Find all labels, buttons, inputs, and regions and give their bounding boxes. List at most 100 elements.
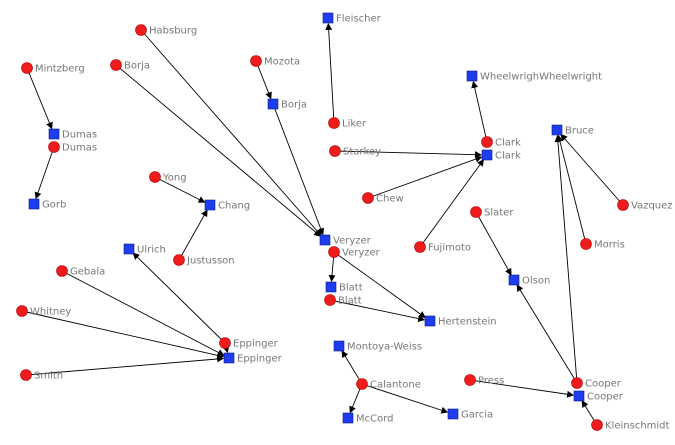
node-label: Mozota — [264, 57, 300, 68]
org-node-s-hertenstein: Hertenstein — [424, 315, 497, 328]
edge-arrow — [178, 209, 208, 261]
blue-square-icon — [123, 243, 135, 255]
node-label: Eppinger — [233, 339, 279, 350]
node-label: Habsburg — [149, 26, 197, 37]
red-circle-icon — [571, 377, 583, 389]
edge-arrow — [516, 284, 578, 384]
org-node-s-montoya: Montoya-Weiss — [333, 340, 422, 353]
blue-square-icon — [267, 98, 279, 110]
node-label: Starkey — [343, 147, 381, 158]
node-label: Fujimoto — [428, 243, 471, 254]
org-node-s-eppinger: Eppinger — [223, 352, 283, 365]
person-node-c-justusson: Justusson — [173, 254, 235, 267]
person-node-c-liker: Liker — [328, 117, 367, 130]
edge-arrow — [115, 64, 322, 237]
edge-arrow — [471, 80, 488, 143]
blue-square-icon — [319, 234, 331, 246]
node-label: Garcia — [461, 410, 493, 421]
node-label: Montoya-Weiss — [347, 342, 422, 353]
edge-arrow — [140, 29, 322, 237]
edge-arrow — [560, 133, 624, 206]
edge-arrow — [61, 270, 225, 356]
node-label: Mintzberg — [35, 64, 85, 75]
node-label: Gorb — [42, 200, 66, 211]
node-label: Chang — [218, 201, 250, 212]
edge-arrow — [367, 155, 483, 199]
node-label: Yong — [162, 173, 187, 184]
person-node-c-habsburg: Habsburg — [135, 24, 197, 37]
edge-arrow — [272, 103, 324, 236]
person-node-c-blatt: Blatt — [324, 294, 362, 307]
edge-arrow — [325, 22, 335, 124]
person-node-c-smith: Smith — [20, 369, 63, 382]
node-label: Slater — [484, 208, 514, 219]
red-circle-icon — [481, 136, 493, 148]
red-circle-icon — [329, 145, 341, 157]
red-circle-icon — [324, 294, 336, 306]
person-node-c-cooper: Cooper — [571, 377, 622, 390]
edge-arrow — [469, 379, 575, 398]
red-circle-icon — [110, 59, 122, 71]
blue-square-icon — [223, 352, 235, 364]
node-label: Cooper — [587, 392, 624, 403]
org-node-s-olson: Olson — [508, 274, 550, 287]
org-node-s-chang: Chang — [204, 199, 250, 212]
node-label: Fleischer — [336, 14, 382, 25]
red-circle-icon — [362, 192, 374, 204]
org-node-s-garcia: Garcia — [447, 408, 493, 421]
node-label: Press — [478, 376, 504, 387]
edges-layer — [21, 22, 624, 426]
node-label: Blatt — [338, 296, 362, 307]
node-label: Calantone — [370, 380, 421, 391]
node-label: Borja — [124, 61, 150, 72]
node-label: Veryzer — [333, 236, 372, 247]
red-circle-icon — [250, 55, 262, 67]
org-node-s-bruce: Bruce — [551, 124, 594, 137]
person-node-c-veryzer: Veryzer — [328, 246, 381, 259]
edge-arrow — [341, 350, 363, 385]
node-label: Justusson — [186, 256, 235, 267]
edge-arrow — [333, 251, 426, 319]
blue-square-icon — [28, 198, 40, 210]
blue-square-icon — [508, 274, 520, 286]
red-circle-icon — [356, 378, 368, 390]
org-node-s-mccord: McCord — [342, 412, 394, 425]
org-node-s-blatt: Blatt — [325, 281, 363, 294]
blue-square-icon — [322, 12, 334, 24]
blue-square-icon — [447, 408, 459, 420]
node-label: Gebala — [70, 267, 105, 278]
blue-square-icon — [551, 124, 563, 136]
red-circle-icon — [617, 199, 629, 211]
blue-square-icon — [573, 390, 585, 402]
red-circle-icon — [580, 238, 592, 250]
edge-arrow — [361, 383, 449, 414]
red-circle-icon — [414, 241, 426, 253]
node-label: Olson — [522, 276, 550, 287]
node-label: Liker — [342, 119, 367, 130]
node-label: Eppinger — [237, 354, 283, 365]
edge-arrow — [25, 355, 225, 376]
node-label: Hertenstein — [438, 317, 497, 328]
red-circle-icon — [173, 254, 185, 266]
edge-arrow — [132, 252, 226, 344]
node-label: Bruce — [565, 126, 594, 137]
red-circle-icon — [149, 171, 161, 183]
red-circle-icon — [20, 369, 32, 381]
edge-arrow — [556, 134, 587, 245]
person-node-c-vazquez: Vazquez — [617, 199, 673, 212]
red-circle-icon — [591, 419, 603, 431]
edge-arrow — [419, 159, 485, 248]
person-node-c-borja: Borja — [110, 59, 150, 72]
red-circle-icon — [21, 62, 33, 74]
person-node-c-eppinger: Eppinger — [219, 337, 279, 350]
blue-square-icon — [204, 199, 216, 211]
edge-arrow — [154, 176, 206, 203]
edge-arrow — [329, 299, 426, 322]
person-node-c-fujimoto: Fujimoto — [414, 241, 471, 254]
person-node-c-press: Press — [464, 374, 504, 387]
person-node-c-mozota: Mozota — [250, 55, 300, 68]
person-node-c-whitney: Whitney — [16, 305, 71, 318]
edge-arrow — [554, 134, 578, 384]
person-node-c-slater: Slater — [470, 206, 514, 219]
node-label: Whitney — [30, 307, 71, 318]
